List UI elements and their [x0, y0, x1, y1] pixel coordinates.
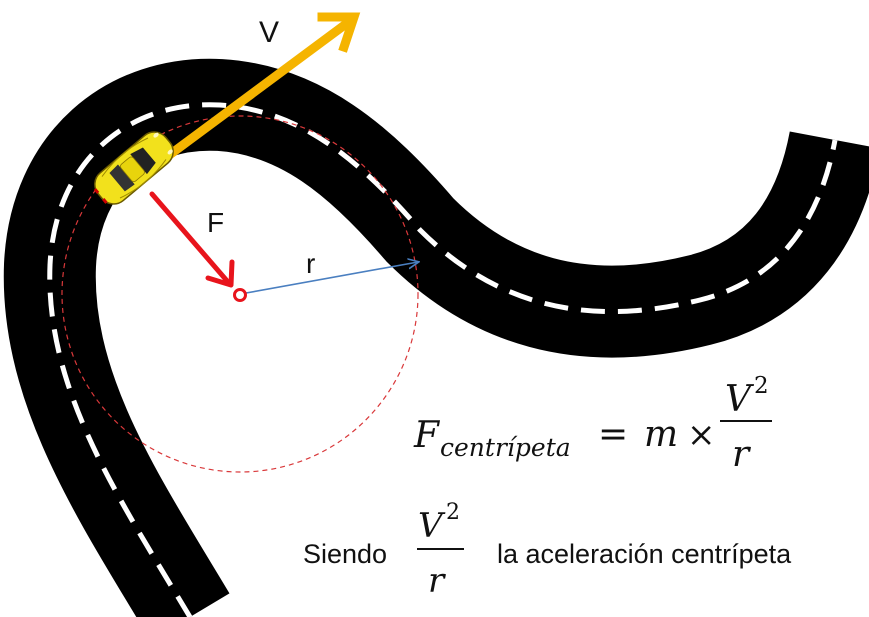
- road: [3, 58, 869, 617]
- caption-denominator: r: [428, 561, 446, 601]
- formula-subscript: centrípeta: [440, 433, 571, 462]
- formula-exponent: 2: [754, 373, 769, 399]
- velocity-arrow: [165, 12, 361, 160]
- force-arrow: [149, 191, 235, 288]
- caption-suffix: la aceleración centrípeta: [497, 539, 792, 569]
- velocity-label: V: [259, 16, 279, 49]
- center-point: [233, 288, 247, 302]
- formula-denominator: r: [732, 434, 751, 475]
- formula-mass: m: [644, 414, 678, 455]
- caption: Siendo V 2 r la aceleración centrípeta: [303, 500, 792, 601]
- caption-numerator: V: [418, 506, 446, 546]
- curvature-circle: [61, 115, 419, 473]
- centripetal-force-formula: F centrípeta = m × V 2 r: [413, 373, 772, 475]
- caption-exponent: 2: [446, 500, 460, 525]
- radius-label: r: [306, 248, 315, 279]
- caption-prefix: Siendo: [303, 539, 387, 569]
- formula-numerator: V: [725, 379, 755, 420]
- force-label: F: [207, 207, 224, 238]
- road-lane-marking: [47, 102, 838, 617]
- formula-force-symbol: F: [413, 415, 441, 456]
- radius-arrow: [245, 262, 418, 294]
- formula-equals: =: [598, 414, 628, 455]
- sports-car-icon: [93, 131, 174, 205]
- formula-times: ×: [687, 415, 716, 455]
